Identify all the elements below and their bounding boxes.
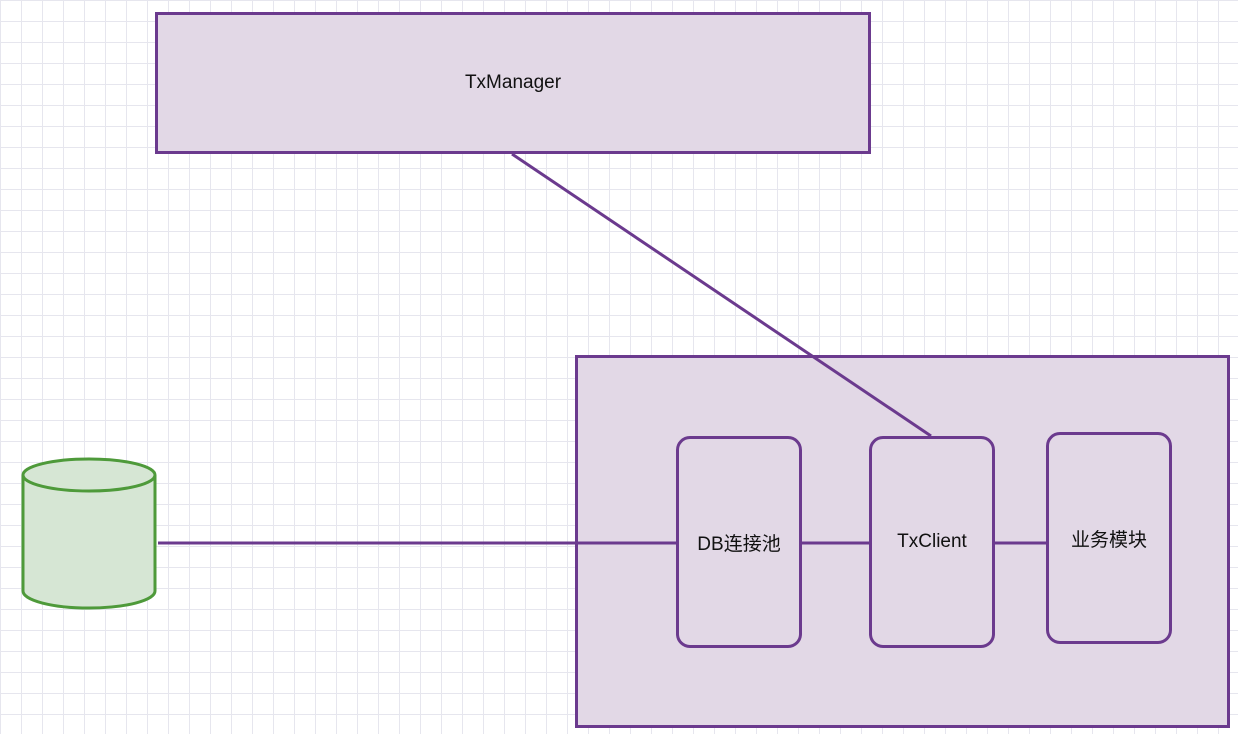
database-top [21,457,157,493]
tx-client-node: TxClient [869,436,995,648]
business-module-node: 业务模块 [1046,432,1172,644]
business-module-label: 业务模块 [1070,529,1147,551]
database-body [21,475,157,610]
db-pool-node: DB连接池 [676,436,802,648]
db-pool-label: DB连接池 [697,533,781,555]
tx-manager-label: TxManager [464,72,562,93]
tx-client-label: TxClient [897,531,967,552]
database-cylinder-icon [21,457,157,610]
tx-manager-node: TxManager [155,12,871,154]
